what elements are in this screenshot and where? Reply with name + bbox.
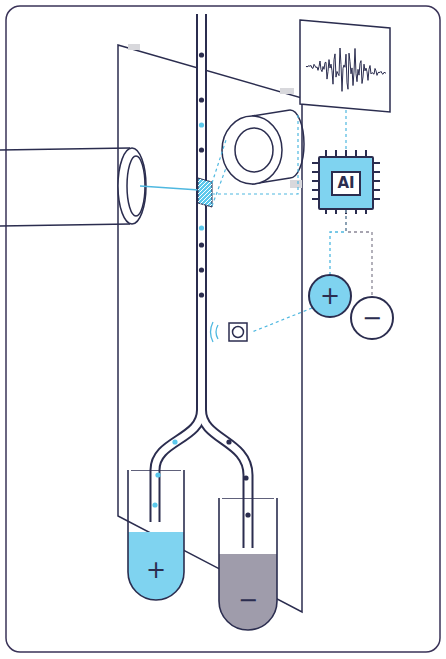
electrode <box>211 322 248 342</box>
chip-plate <box>118 45 302 612</box>
signal-line <box>212 112 298 194</box>
plate-tab <box>290 180 302 188</box>
plate-tab <box>128 44 140 50</box>
control-line <box>346 210 372 296</box>
collection-ray <box>212 140 226 206</box>
cell-dot <box>199 122 204 127</box>
electrode-box <box>229 323 247 341</box>
cell-dot <box>226 439 231 444</box>
control-line <box>330 210 346 274</box>
channel-wall <box>155 14 202 522</box>
cell-dot <box>155 472 160 477</box>
channel-bore <box>202 410 249 550</box>
positive-collection-tube: + <box>127 470 185 602</box>
cell-dot <box>152 502 157 507</box>
cell-dot <box>199 97 204 102</box>
tube-rim <box>222 498 274 499</box>
cell-dot <box>199 225 204 230</box>
cell-dot <box>172 439 177 444</box>
cell-dot <box>199 267 204 272</box>
negative-terminal: − <box>350 296 394 340</box>
electrode-ring <box>233 327 244 338</box>
frame <box>6 6 440 652</box>
data-line <box>345 110 346 154</box>
cell-dot <box>199 292 204 297</box>
waveform <box>306 48 386 91</box>
tube-wall <box>219 498 277 630</box>
cell-dot <box>243 475 248 480</box>
field-waves <box>211 322 219 342</box>
laser <box>0 148 199 226</box>
laser-body <box>0 148 130 226</box>
trigger-line <box>252 308 312 332</box>
tube-rim <box>131 470 181 471</box>
polarity-sign: − <box>362 306 382 330</box>
cell-dot <box>199 242 204 247</box>
waveform-screen <box>300 20 390 112</box>
cell-dot <box>245 512 250 517</box>
cell-dot <box>199 52 204 57</box>
chip-label: AI <box>331 171 360 196</box>
ai-chip: AI <box>318 156 374 210</box>
lens-back <box>290 110 304 178</box>
polarity-sign: + <box>146 558 166 582</box>
polarity-sign: − <box>238 588 258 612</box>
positive-terminal: + <box>308 274 352 318</box>
polarity-sign: + <box>320 284 340 308</box>
chip-pins <box>312 150 380 214</box>
negative-collection-tube: − <box>218 498 278 632</box>
plate-tab <box>280 88 294 94</box>
detection-hatch <box>198 178 212 207</box>
tube-outline <box>127 470 185 602</box>
liquid <box>128 532 184 600</box>
lens-rim <box>222 116 282 184</box>
tube-wall <box>128 470 184 600</box>
channel-bore <box>155 12 202 524</box>
objective-lens <box>222 110 304 184</box>
liquid <box>219 554 277 630</box>
waveform-panel <box>300 20 390 112</box>
laser-beam <box>140 186 199 190</box>
detection-spot <box>198 178 212 207</box>
cell-dot <box>199 147 204 152</box>
lens-glass <box>235 128 273 172</box>
